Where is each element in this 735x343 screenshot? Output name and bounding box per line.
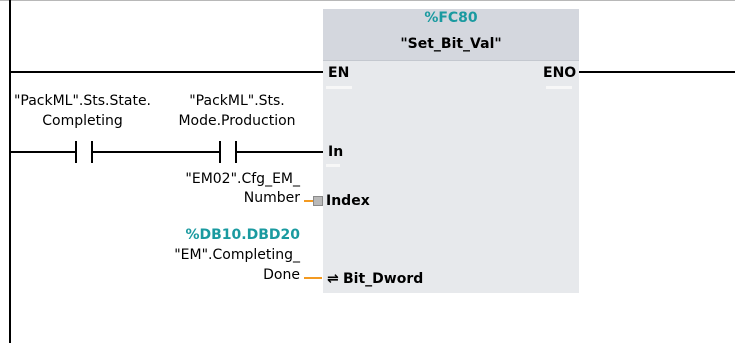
left-power-rail xyxy=(9,0,11,343)
contact-2-right-bar[interactable] xyxy=(235,141,237,163)
contact-1-right-bar[interactable] xyxy=(91,141,93,163)
contact-2-left-bar[interactable] xyxy=(219,141,221,163)
bit-dword-pin-label[interactable]: Bit_Dword xyxy=(343,271,424,287)
bit-dword-operand-address[interactable]: %DB10.DBD20 xyxy=(185,227,300,243)
index-pin-label[interactable]: Index xyxy=(326,193,370,209)
en-pin-label[interactable]: EN xyxy=(328,65,350,81)
contact-1-operand-line2[interactable]: Completing xyxy=(42,113,123,129)
index-pin-connector[interactable] xyxy=(313,196,323,206)
in-rung-wire-1 xyxy=(9,151,75,153)
in-pin-shadow xyxy=(326,164,340,167)
contact-1-operand-line1[interactable]: "PackML".Sts.State. xyxy=(13,93,152,109)
eno-pin-shadow xyxy=(546,86,572,89)
index-operand-line2[interactable]: Number xyxy=(243,190,300,206)
eno-pin-label[interactable]: ENO xyxy=(543,65,577,81)
en-wire xyxy=(9,71,323,73)
contact-2-operand-line2[interactable]: Mode.Production xyxy=(178,113,296,129)
index-operand-line1[interactable]: "EM02".Cfg_EM_ xyxy=(185,171,300,187)
en-pin-shadow xyxy=(326,86,352,89)
header-divider xyxy=(323,60,579,61)
contact-2-operand-line1[interactable]: "PackML".Sts. xyxy=(189,93,285,109)
in-rung-wire-3 xyxy=(237,151,323,153)
contact-1-left-bar[interactable] xyxy=(75,141,77,163)
editor-top-border xyxy=(0,0,735,1)
index-operand-wire xyxy=(304,200,314,202)
bit-dword-operand-line1[interactable]: "EM".Completing_ xyxy=(174,247,300,263)
block-address[interactable]: %FC80 xyxy=(424,10,478,26)
bit-dword-operand-line2[interactable]: Done xyxy=(263,267,300,283)
block-name[interactable]: "Set_Bit_Val" xyxy=(400,36,502,52)
in-pin-label[interactable]: In xyxy=(328,144,344,160)
bit-dword-operand-wire xyxy=(304,277,322,279)
inout-arrows-icon: ⇌ xyxy=(327,271,339,287)
eno-wire xyxy=(579,71,735,73)
function-block-header[interactable] xyxy=(323,9,579,60)
in-rung-wire-2 xyxy=(93,151,219,153)
